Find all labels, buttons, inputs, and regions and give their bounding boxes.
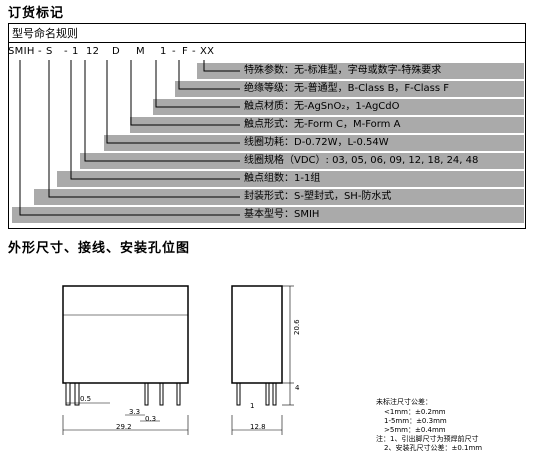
tolerance-note-1: 未标注尺寸公差：	[376, 398, 432, 406]
row-contacts: 触点组数：1-1组	[244, 173, 321, 184]
dimension-drawing	[62, 285, 294, 435]
tolerance-note-5: 注：1、引出脚尺寸为预焊前尺寸	[376, 435, 479, 443]
leader-base	[19, 60, 240, 216]
code-form: M	[136, 46, 145, 57]
row-material: 触点材质：无-AgSnO₂，1-AgCdO	[244, 101, 400, 112]
leader-package	[48, 60, 240, 198]
bar-form	[130, 117, 524, 133]
leader-contacts	[70, 60, 240, 180]
bar-power	[104, 135, 524, 151]
relay-side-view	[231, 285, 283, 384]
row-voltage: 线圈规格（VDC）: 03, 05, 06, 09, 12, 18, 24, 4…	[244, 155, 479, 166]
leader-special	[203, 60, 240, 72]
dim-pin-thick: 0.3	[145, 415, 157, 423]
code-insulation: F	[182, 46, 189, 57]
bar-special	[197, 63, 524, 79]
dim-pin-length: 4	[295, 384, 300, 392]
bar-material	[153, 99, 524, 115]
bar-voltage	[80, 153, 524, 169]
subtitle-divider	[8, 42, 525, 43]
leader-insulation	[178, 60, 240, 90]
naming-diagram	[12, 60, 524, 223]
bar-insulation	[175, 81, 524, 97]
bar-contacts	[57, 171, 524, 187]
code-material: 1	[160, 46, 167, 57]
dim-pin-pitch: 3.3	[129, 408, 141, 416]
dim-pin-width: 0.5	[80, 395, 92, 403]
code-package: S	[46, 46, 53, 57]
dim-pin-gap: 1	[250, 402, 255, 410]
code-special: XX	[200, 46, 215, 57]
row-special: 特殊参数：无-标准型，字母或数字-特殊要求	[244, 65, 442, 76]
section-title-ordering: 订货标记	[8, 6, 65, 21]
code-voltage: 12	[86, 46, 100, 57]
code-dash-1: -	[38, 46, 42, 57]
dim-height: 20.6	[293, 319, 301, 335]
row-base: 基本型号：SMIH	[244, 209, 320, 220]
model-code: SMIH - S - 1 12 D M 1 - F - XX	[8, 46, 248, 60]
bar-base	[12, 207, 524, 223]
bar-package	[34, 189, 524, 205]
row-power: 线圈功耗：D-0.72W，L-0.54W	[244, 137, 389, 148]
code-dash-4: -	[192, 46, 196, 57]
naming-rules-subtitle: 型号命名规则	[12, 27, 78, 40]
tolerance-note-2: <1mm：±0.2mm	[384, 408, 446, 416]
code-base: SMIH	[8, 46, 35, 57]
code-contacts: 1	[72, 46, 79, 57]
relay-front-view	[62, 285, 189, 384]
section-title-dimensions: 外形尺寸、接线、安装孔位图	[8, 241, 191, 256]
leader-form	[130, 60, 240, 126]
row-package: 封装形式：S-塑封式，SH-防水式	[244, 191, 392, 202]
code-power: D	[112, 46, 121, 57]
leader-power	[106, 60, 240, 144]
row-insulation: 绝缘等级：无-普通型，B-Class B，F-Class F	[244, 83, 450, 94]
leader-material	[155, 60, 240, 108]
code-dash-3: -	[172, 46, 176, 57]
tolerance-note-6: 2、安装孔尺寸公差：±0.1mm	[384, 444, 483, 452]
leader-voltage	[84, 60, 240, 162]
dim-total-width: 29.2	[116, 423, 132, 431]
dim-depth: 12.8	[250, 423, 266, 431]
tolerance-note-4: >5mm：±0.4mm	[384, 426, 446, 434]
tolerance-note-3: 1-5mm：±0.3mm	[384, 417, 447, 425]
row-form: 触点形式：无-Form C，M-Form A	[244, 119, 401, 130]
code-dash-2: -	[64, 46, 68, 57]
